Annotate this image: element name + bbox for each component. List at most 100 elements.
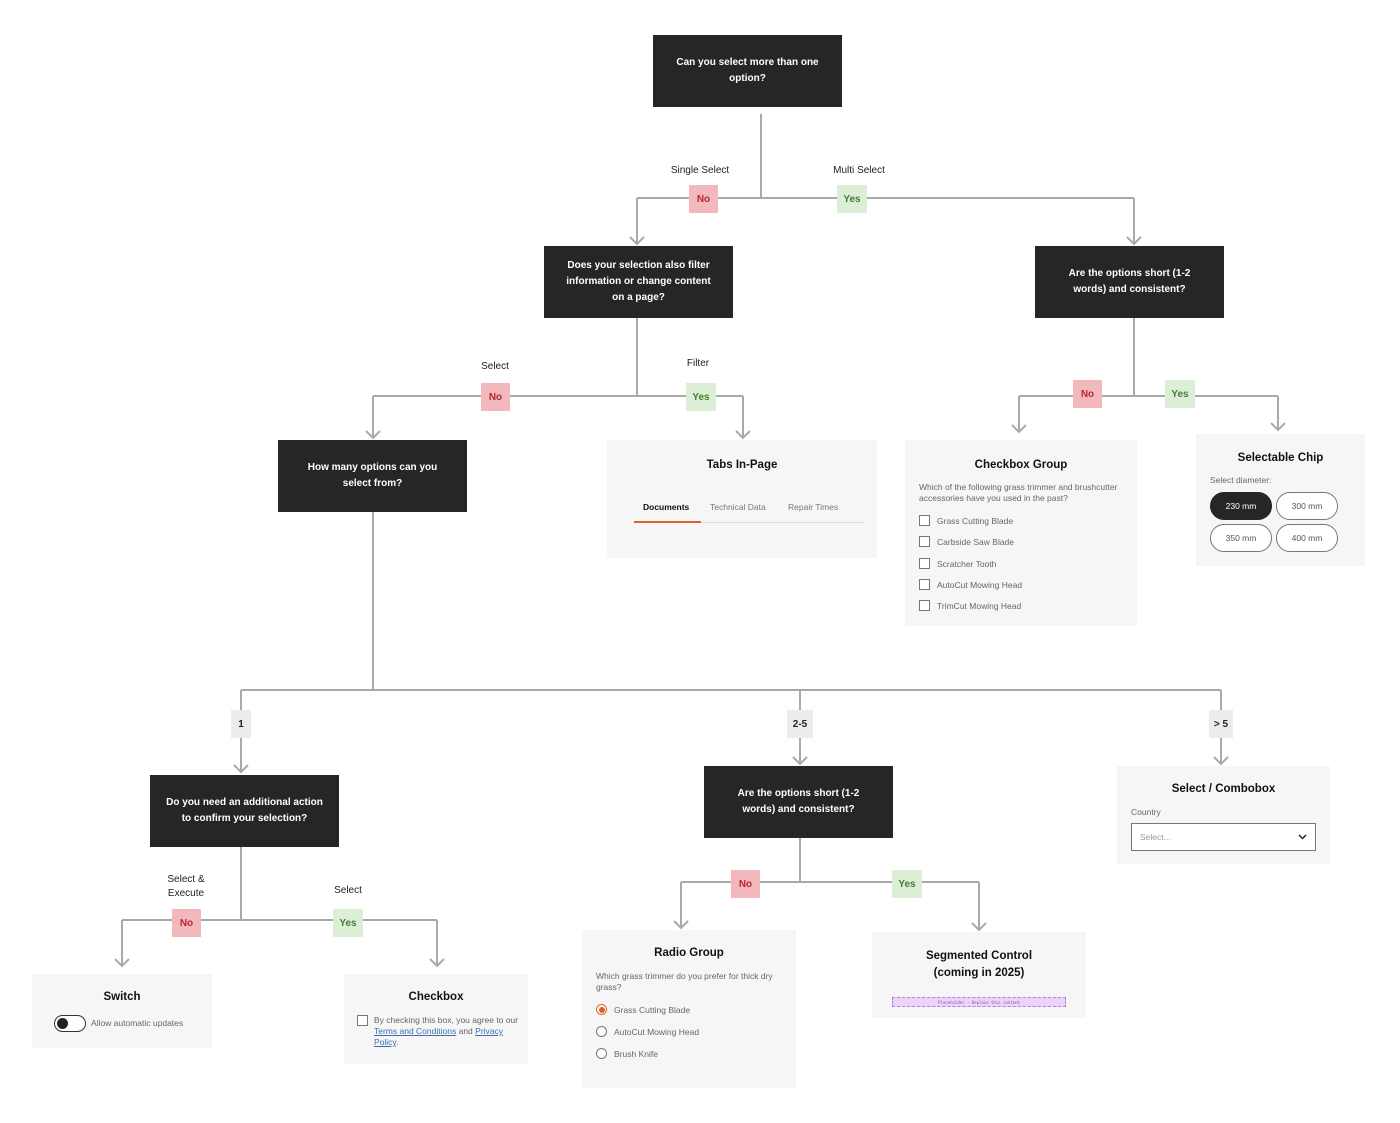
radio-button[interactable] <box>596 1004 607 1015</box>
radio-option[interactable]: Brush Knife <box>596 1048 658 1059</box>
checkbox[interactable] <box>919 515 930 526</box>
branch-label-filter: Filter <box>686 358 710 369</box>
switch-card: Switch Allow automatic updates <box>32 974 212 1048</box>
tag-no: No <box>689 185 718 213</box>
question-text: Are the options short (1-2 words) and co… <box>1068 268 1191 295</box>
tag-yes: Yes <box>892 870 922 898</box>
question-text: Does your selection also filter informat… <box>566 260 711 303</box>
branch-label-select: Select <box>481 361 509 372</box>
question-options-short-mid: Are the options short (1-2 words) and co… <box>704 766 893 838</box>
radio-option[interactable]: AutoCut Mowing Head <box>596 1026 699 1037</box>
checkbox-option[interactable]: Scratcher Tooth <box>919 558 996 569</box>
checkbox-option[interactable]: TrimCut Mowing Head <box>919 600 1021 611</box>
toggle-switch[interactable] <box>54 1015 86 1032</box>
checkbox-option[interactable]: AutoCut Mowing Head <box>919 579 1022 590</box>
card-subtitle: (coming in 2025) <box>933 967 1025 979</box>
checkbox[interactable] <box>919 600 930 611</box>
tab-documents[interactable]: Documents <box>643 502 690 512</box>
select-placeholder: Select... <box>1140 832 1171 842</box>
checkbox[interactable] <box>919 579 930 590</box>
question-text: How many options can you select from? <box>307 462 438 489</box>
segmented-placeholder: Placeholder · Replace this content <box>892 997 1066 1007</box>
checkbox-label: AutoCut Mowing Head <box>937 579 1023 590</box>
card-title: Checkbox Group <box>974 459 1068 471</box>
question-filter-content: Does your selection also filter informat… <box>544 246 733 318</box>
tag-no: No <box>1073 380 1102 408</box>
branch-label-select-confirm: Select <box>334 885 362 896</box>
checkbox-group-card: Checkbox Group Which of the following gr… <box>905 440 1137 626</box>
checkbox[interactable] <box>919 558 930 569</box>
tabs-in-page-card: Tabs In-Page Documents Technical Data Re… <box>607 440 877 558</box>
tag-more-than-five-options: > 5 <box>1209 710 1233 738</box>
card-title: Checkbox <box>408 991 464 1003</box>
agreement-checkbox[interactable] <box>357 1015 368 1026</box>
branch-label-select-execute: Select & Execute <box>167 874 205 899</box>
tag-no: No <box>172 909 201 937</box>
radio-group-question: Which grass trimmer do you prefer for th… <box>596 971 773 992</box>
tag-yes: Yes <box>686 383 716 411</box>
question-confirm-selection: Do you need an additional action to conf… <box>150 775 339 847</box>
radio-label: Brush Knife <box>614 1048 658 1059</box>
selectable-chip-card: Selectable Chip Select diameter: 230 mm … <box>1196 434 1365 566</box>
card-title: Switch <box>103 991 141 1003</box>
card-title: Selectable Chip <box>1237 452 1324 464</box>
tag-no: No <box>731 870 760 898</box>
chevron-down-icon <box>1298 834 1307 840</box>
checkbox-option[interactable]: Carbside Saw Blade <box>919 536 1014 547</box>
agreement-text: By checking this box, you agree to our T… <box>374 1015 520 1048</box>
question-options-short-top: Are the options short (1-2 words) and co… <box>1035 246 1224 318</box>
chip-300mm[interactable]: 300 mm <box>1276 492 1338 520</box>
tag-yes: Yes <box>1165 380 1195 408</box>
tabs-divider <box>634 522 864 523</box>
card-title: Tabs In-Page <box>706 459 778 471</box>
checkbox-label: Scratcher Tooth <box>937 558 997 569</box>
toggle-knob <box>57 1018 68 1029</box>
privacy-link[interactable]: Privacy Policy <box>374 1026 504 1047</box>
checkbox-label: Carbside Saw Blade <box>937 536 1015 547</box>
placeholder-text: Placeholder · Replace this content <box>938 999 1020 1005</box>
tag-yes: Yes <box>837 185 867 213</box>
checkbox-option[interactable]: Grass Cutting Blade <box>919 515 1013 526</box>
tab-technical-data[interactable]: Technical Data <box>710 502 766 512</box>
question-how-many-options: How many options can you select from? <box>278 440 467 512</box>
tag-yes: Yes <box>333 909 363 937</box>
card-title: Segmented Control <box>925 950 1033 962</box>
question-text: Can you select more than one option? <box>676 57 819 84</box>
tag-two-to-five-options: 2-5 <box>787 710 813 738</box>
radio-option[interactable]: Grass Cutting Blade <box>596 1004 690 1015</box>
segmented-control-card: Segmented Control (coming in 2025) Place… <box>872 932 1086 1018</box>
radio-label: Grass Cutting Blade <box>614 1004 691 1015</box>
chip-230mm[interactable]: 230 mm <box>1210 492 1272 520</box>
card-title: Radio Group <box>654 947 724 959</box>
question-text: Are the options short (1-2 words) and co… <box>737 788 860 815</box>
tag-one-option: 1 <box>231 710 251 738</box>
country-select[interactable]: Select... <box>1131 823 1316 851</box>
tag-no: No <box>481 383 510 411</box>
card-title: Select / Combobox <box>1171 783 1276 795</box>
checkbox-group-question: Which of the following grass trimmer and… <box>919 482 1118 503</box>
chip-label: Select diameter: <box>1210 475 1272 485</box>
checkbox-card: Checkbox By checking this box, you agree… <box>344 974 528 1064</box>
radio-group-card: Radio Group Which grass trimmer do you p… <box>582 930 796 1088</box>
select-combobox-card: Select / Combobox Country Select... <box>1117 766 1330 864</box>
question-text: Do you need an additional action to conf… <box>166 797 323 824</box>
chip-400mm[interactable]: 400 mm <box>1276 524 1338 552</box>
chip-350mm[interactable]: 350 mm <box>1210 524 1272 552</box>
question-multiple-options: Can you select more than one option? <box>653 35 842 107</box>
terms-link[interactable]: Terms and Conditions <box>374 1026 457 1036</box>
tab-repair-times[interactable]: Repair Times <box>788 502 839 512</box>
branch-label-single-select: Single Select <box>670 165 730 176</box>
radio-button[interactable] <box>596 1026 607 1037</box>
checkbox-label: Grass Cutting Blade <box>937 515 1014 526</box>
agreement-text-start: By checking this box, you agree to our <box>374 1015 519 1025</box>
checkbox-label: TrimCut Mowing Head <box>937 600 1022 611</box>
agreement-text-and: and <box>458 1026 473 1036</box>
branch-label-multi-select: Multi Select <box>833 165 885 176</box>
switch-label: Allow automatic updates <box>91 1018 184 1028</box>
radio-button[interactable] <box>596 1048 607 1059</box>
checkbox[interactable] <box>919 536 930 547</box>
agreement-text-end: . <box>396 1037 399 1047</box>
radio-label: AutoCut Mowing Head <box>614 1026 700 1037</box>
active-tab-indicator <box>634 521 701 523</box>
combobox-label: Country <box>1131 807 1161 817</box>
